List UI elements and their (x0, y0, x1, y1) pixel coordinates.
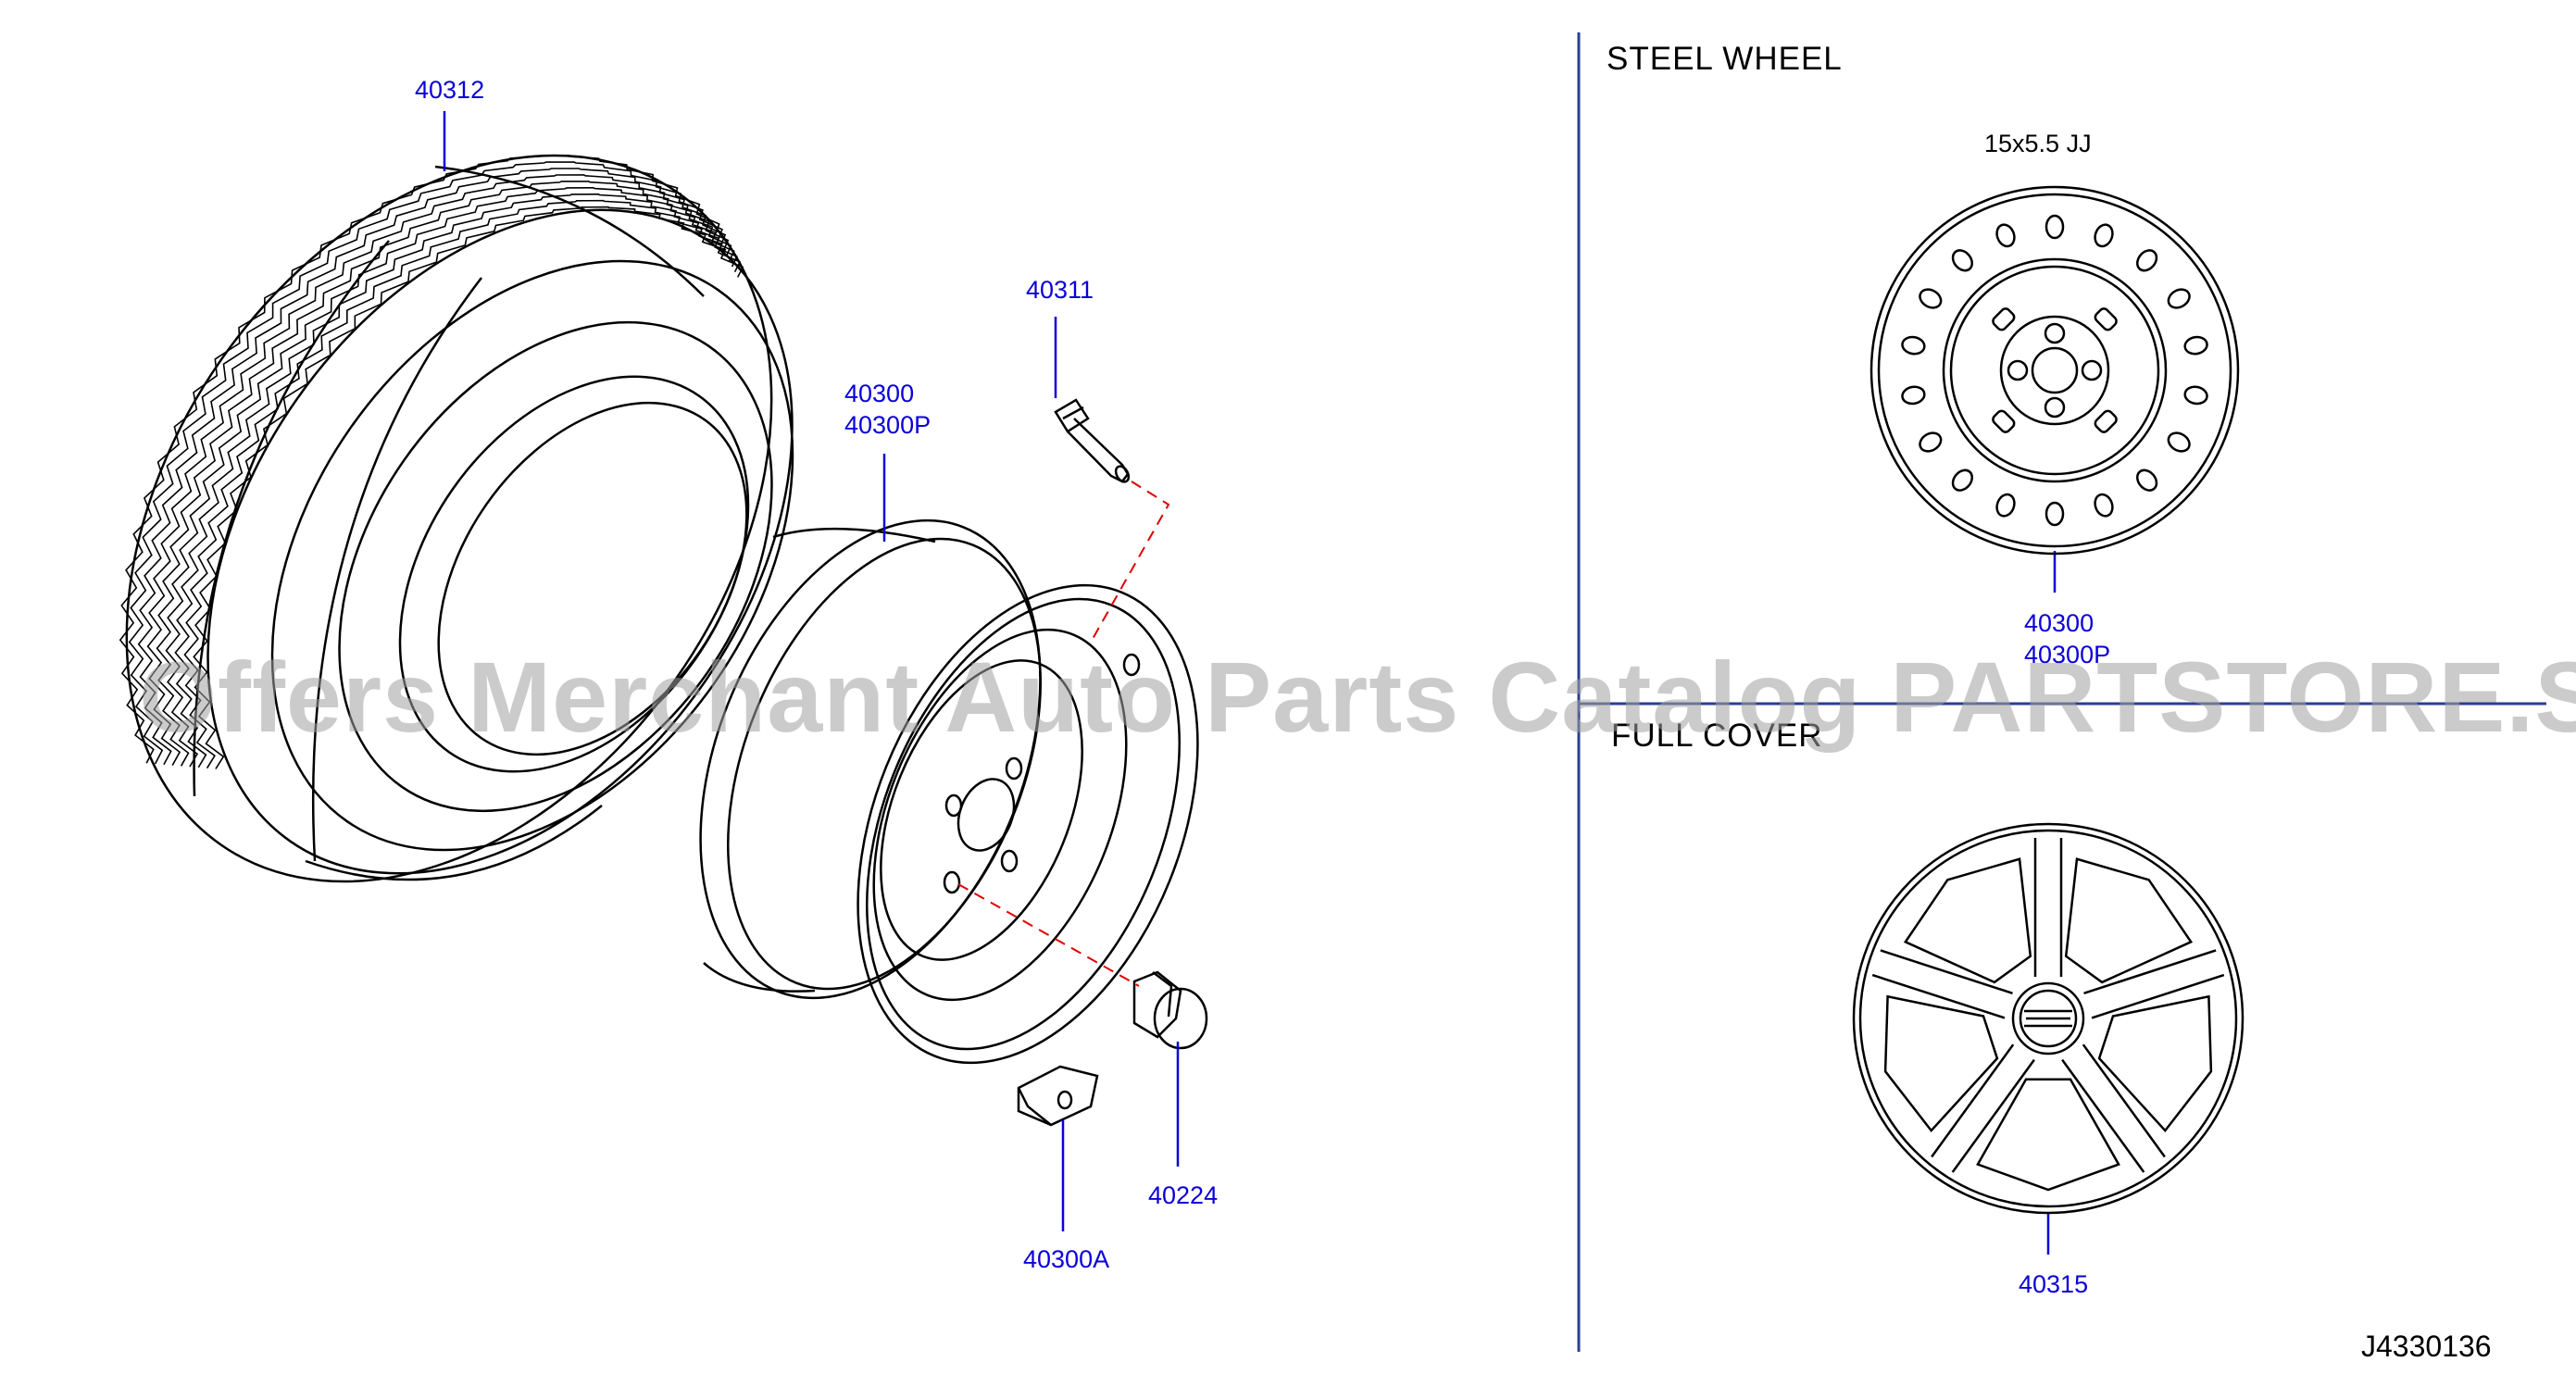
vent-hole (1919, 288, 1943, 309)
cover-window (1883, 994, 1999, 1133)
callout-nut[interactable]: 40224 (1148, 1181, 1219, 1209)
tire-drawing (125, 154, 794, 883)
vent-hole (1995, 223, 2016, 248)
vent-hole (2045, 501, 2065, 527)
vent-hole (1919, 431, 1943, 453)
tread-band (193, 206, 744, 769)
spoke-edge (2091, 973, 2225, 1019)
vent-hole (1951, 468, 1973, 492)
balance-weight-drawing (1017, 1065, 1099, 1127)
watermark-text: Offers Merchant Auto Parts Catalog PARTS… (139, 641, 2576, 753)
steel-wheel-lug-holes (1992, 307, 2118, 433)
tread-band (183, 199, 742, 769)
callout-wheel-40300p[interactable]: 40300P (844, 411, 932, 439)
vent-hole (2136, 249, 2158, 272)
callout-leaders (443, 111, 2057, 1255)
callout-wheel-40300[interactable]: 40300 (844, 380, 915, 407)
spoke-edge (1871, 973, 2006, 1019)
callout-full-cover[interactable]: 40315 (2019, 1270, 2089, 1298)
spoke-edge (2082, 1043, 2166, 1158)
tread-band (119, 155, 720, 764)
vent-hole (1951, 249, 1973, 272)
tire-tread-pattern (119, 155, 744, 769)
callout-steel-wheel-40300p[interactable]: 40300P (2024, 641, 2111, 668)
center-slot (2094, 307, 2118, 331)
vent-hole (2167, 288, 2191, 309)
valve-drawing (1054, 398, 1131, 483)
cover-window (2097, 994, 2213, 1133)
wheel-size-label: 15x5.5 JJ (1984, 130, 2092, 157)
callout-weight[interactable]: 40300A (1023, 1245, 1110, 1273)
center-slot (1992, 307, 2016, 331)
spoke-edge (1931, 1043, 2015, 1158)
vent-hole (1901, 385, 1926, 406)
spoke-edge (1880, 949, 2013, 994)
full-cover-drawing (1852, 822, 2245, 1215)
vent-hole (2183, 385, 2208, 406)
red-dashed-leaders (957, 481, 1170, 987)
callout-tire[interactable]: 40312 (415, 76, 485, 104)
lug-hole (2044, 322, 2066, 344)
tread-band (165, 186, 735, 768)
tread-band (146, 174, 730, 766)
vent-hole (2045, 214, 2065, 240)
full-cover-title: FULL COVER (1611, 718, 1823, 754)
spoke-edge (2083, 949, 2217, 994)
cover-window (1903, 857, 2032, 984)
steel-wheel-vent-holes (1901, 214, 2208, 527)
tread-band (128, 161, 723, 765)
vent-hole (2167, 431, 2191, 453)
wheel-nut-drawing (1132, 970, 1208, 1050)
panel-dividers (1577, 32, 2546, 1352)
spoke-edge (1951, 1058, 2035, 1173)
vent-hole (2094, 223, 2114, 248)
vent-hole (1995, 493, 2016, 518)
tread-band (156, 181, 732, 767)
callout-valve[interactable]: 40311 (1026, 276, 1094, 304)
center-slot (1992, 409, 2016, 433)
center-slot (2094, 409, 2118, 433)
steel-wheel-title: STEEL WHEEL (1607, 41, 1843, 77)
lug-hole (2007, 359, 2029, 381)
steel-wheel-front-drawing (1869, 185, 2240, 556)
cover-window (1976, 1078, 2120, 1192)
spoke-edge (2061, 1058, 2145, 1173)
tread-band (137, 168, 727, 766)
wheel-drawing (699, 518, 1199, 1065)
vent-hole (2183, 335, 2208, 356)
vent-hole (2136, 468, 2158, 492)
lug-hole (2081, 359, 2103, 381)
callout-steel-wheel-40300[interactable]: 40300 (2024, 609, 2095, 637)
vent-hole (2094, 493, 2114, 518)
vent-hole (1901, 335, 1926, 356)
full-cover-spokes (1871, 838, 2225, 1192)
drawing-id: J4330136 (2361, 1330, 2492, 1363)
tread-band (174, 193, 738, 768)
lug-hole (2044, 396, 2066, 418)
cover-window (2064, 857, 2194, 984)
